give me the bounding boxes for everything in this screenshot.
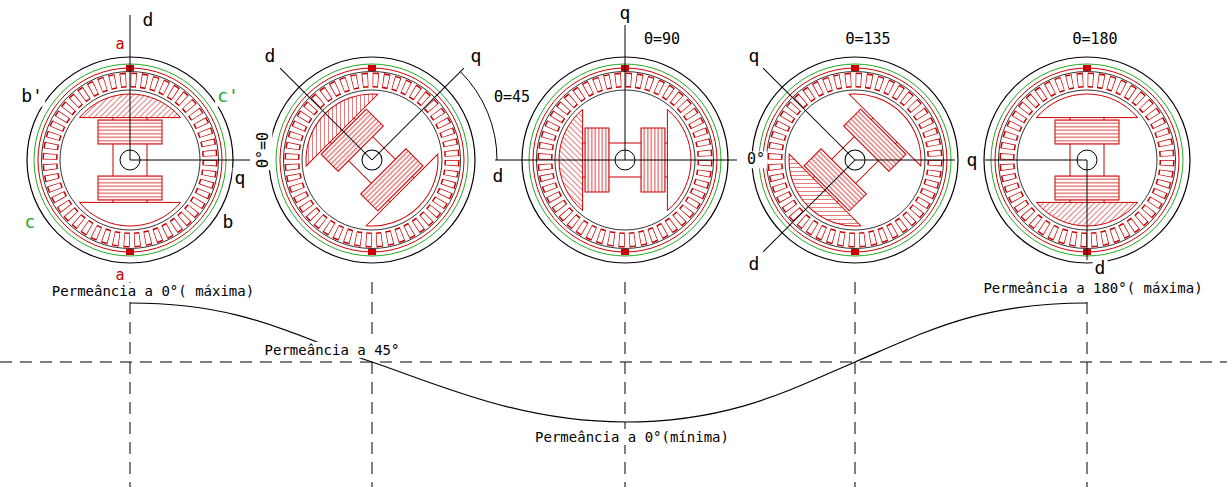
angle-label: Θ=135 xyxy=(843,31,892,48)
d-axis xyxy=(495,160,625,161)
reference-line xyxy=(625,160,737,161)
phase-label: c xyxy=(23,212,38,233)
d-axis xyxy=(763,160,855,252)
machine-45deg xyxy=(244,0,510,263)
d-axis xyxy=(280,68,372,160)
angle-label: 0° xyxy=(745,151,767,168)
guide-line xyxy=(855,282,856,487)
machine-0deg xyxy=(27,15,250,263)
mean-line xyxy=(0,362,1227,363)
angle-arc xyxy=(460,72,497,160)
axis-label: d xyxy=(1093,258,1108,279)
phase-label: b' xyxy=(19,86,45,107)
axis-label: q xyxy=(469,46,484,67)
guide-line xyxy=(372,282,373,487)
machine-90deg xyxy=(495,25,737,263)
phase-label: a xyxy=(113,36,126,53)
axis-label: d xyxy=(747,254,762,275)
guide-line xyxy=(1087,282,1088,487)
reference-line xyxy=(855,160,955,161)
axis-label: d xyxy=(491,166,506,187)
angle-label: Θ=45 xyxy=(492,89,532,106)
q-axis xyxy=(625,25,626,160)
axis-label: q xyxy=(965,150,980,171)
q-axis xyxy=(763,68,855,160)
machine-135deg xyxy=(671,21,958,287)
permeance-curve xyxy=(130,303,1087,422)
guide-line xyxy=(625,282,626,487)
q-axis xyxy=(130,160,250,161)
curve-label: Permeância a 0°(mínima) xyxy=(533,429,731,445)
permeance-guides xyxy=(0,282,1227,487)
axis-label: q xyxy=(618,3,633,24)
angle-label: Θ=180 xyxy=(1070,31,1119,48)
d-axis xyxy=(130,15,131,160)
axis-label: q xyxy=(233,168,248,189)
angle-label: Θ=90 xyxy=(642,31,682,48)
guide-line xyxy=(130,282,131,487)
axis-label: d xyxy=(141,10,156,31)
phase-label: c' xyxy=(215,86,241,107)
axis-label: d xyxy=(263,46,278,67)
machine-180deg xyxy=(984,57,1190,263)
phase-label: b xyxy=(221,212,236,233)
curve-label: Permeância a 0°( máxima) xyxy=(50,283,256,299)
curve-label: Permeância a 45° xyxy=(263,342,402,358)
q-axis xyxy=(985,160,1087,161)
angle-label: Θ°=0 xyxy=(255,130,272,170)
axis-label: q xyxy=(747,46,762,67)
q-axis xyxy=(372,68,464,160)
stator xyxy=(269,57,475,263)
stator xyxy=(984,57,1190,263)
curve-label: Permeância a 180°( máxima) xyxy=(981,280,1204,296)
d-axis xyxy=(1087,160,1088,260)
stator xyxy=(752,57,958,263)
